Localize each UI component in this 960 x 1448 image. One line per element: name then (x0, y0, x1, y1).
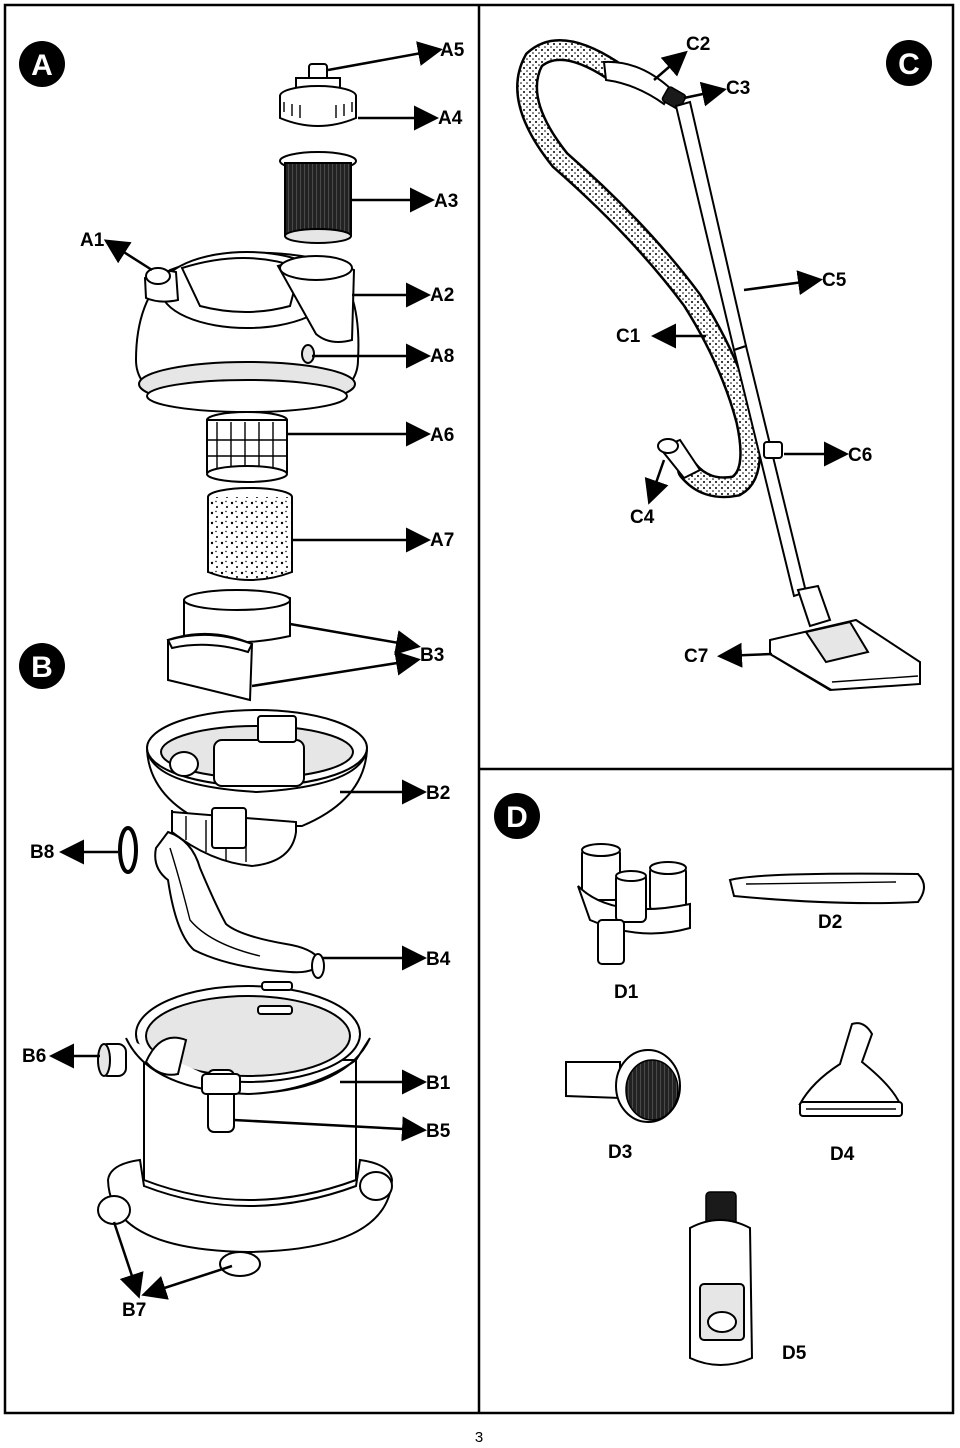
part-c1-hose (516, 39, 762, 499)
part-b5-latch-clip (201, 1069, 241, 1133)
label-c4: C4 (630, 507, 655, 528)
part-c2-hose-handle (602, 60, 674, 106)
label-a8: A8 (430, 346, 454, 367)
section-label-b: B (31, 651, 53, 684)
label-c2: C2 (686, 34, 710, 55)
section-label-a: A (31, 49, 53, 82)
section-badge-a: A (19, 41, 65, 87)
part-labels: A5 A4 A3 A1 A2 A8 A6 A7 B3 B2 B8 B4 B6 B… (22, 34, 872, 1364)
part-c4-hose-end (657, 438, 702, 480)
section-badge-d: D (494, 793, 540, 839)
part-b8-o-ring (118, 826, 138, 874)
label-b8: B8 (30, 842, 54, 863)
part-d2-crevice-tool (728, 872, 925, 905)
part-a3-cartridge-filter (279, 151, 357, 244)
section-label-c: C (898, 48, 920, 81)
part-base (106, 1158, 394, 1254)
label-a7: A7 (430, 530, 454, 551)
part-d3-dusting-brush (565, 1049, 681, 1123)
part-c3-ring (661, 86, 687, 110)
part-c6-tube-clip (763, 441, 783, 459)
label-c7: C7 (684, 646, 708, 667)
label-d2: D2 (818, 912, 842, 933)
label-a2: A2 (430, 285, 454, 306)
part-a1-latch (145, 267, 171, 285)
label-b5: B5 (426, 1121, 451, 1142)
panel-frame (3, 3, 955, 1415)
label-b6: B6 (22, 1046, 46, 1067)
label-a6: A6 (430, 425, 454, 446)
label-c1: C1 (616, 326, 641, 347)
part-a4-cap (279, 85, 357, 127)
label-b4: B4 (426, 949, 451, 970)
label-b1: B1 (426, 1073, 451, 1094)
part-a2-motor-head (134, 251, 360, 414)
part-b1-tank (125, 981, 371, 1201)
label-d4: D4 (830, 1144, 855, 1165)
label-d1: D1 (614, 982, 639, 1003)
label-a5: A5 (440, 40, 465, 61)
part-a6-filter-cage (206, 411, 288, 483)
section-badge-b: B (19, 643, 65, 689)
part-d4-upholstery-nozzle (798, 1022, 903, 1117)
part-a7-foam-filter (207, 487, 293, 581)
part-b2-float-basket (146, 709, 368, 868)
label-d3: D3 (608, 1142, 632, 1163)
part-c7-floor-nozzle (769, 584, 921, 692)
part-d1-accessory-holder (577, 843, 691, 965)
label-b3: B3 (420, 645, 444, 666)
part-d5-detergent-bottle (689, 1191, 754, 1366)
label-a4: A4 (438, 108, 463, 129)
part-c5-extension-tube (674, 100, 808, 598)
section-label-d: D (506, 801, 528, 834)
label-a1: A1 (80, 230, 105, 251)
label-b2: B2 (426, 783, 450, 804)
page-number: 3 (475, 1429, 483, 1446)
label-b7: B7 (122, 1300, 146, 1321)
label-d5: D5 (782, 1343, 807, 1364)
label-c5: C5 (822, 270, 847, 291)
part-b6-tank-inlet (97, 1043, 127, 1077)
label-c6: C6 (848, 445, 872, 466)
part-b4-inlet-duct (154, 830, 325, 979)
leader-arrows (49, 41, 849, 1300)
label-a3: A3 (434, 191, 458, 212)
label-c3: C3 (726, 78, 750, 99)
part-b3-sponges (166, 589, 291, 702)
section-badge-c: C (886, 40, 932, 86)
